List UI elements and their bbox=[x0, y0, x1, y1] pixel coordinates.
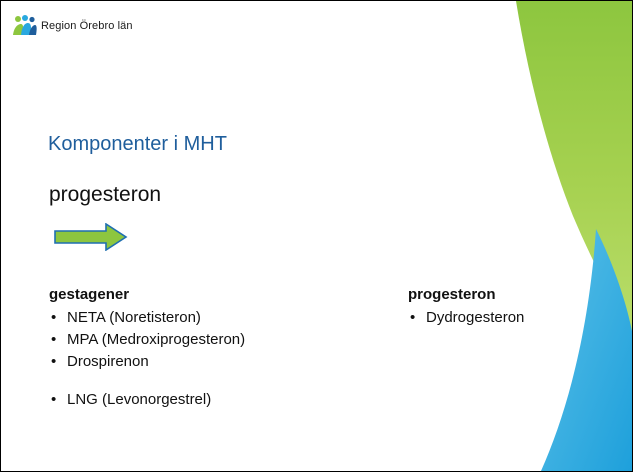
slide-title: Komponenter i MHT bbox=[48, 133, 227, 155]
gestagener-column: gestagener NETA (Noretisteron) MPA (Medr… bbox=[49, 286, 245, 411]
progesteron-column: progesteron Dydrogesteron bbox=[408, 286, 524, 329]
logo-text: Region Örebro län bbox=[41, 20, 133, 32]
gestagener-list: NETA (Noretisteron) MPA (Medroxiprogeste… bbox=[49, 307, 245, 411]
list-item: NETA (Noretisteron) bbox=[49, 307, 245, 329]
progesteron-heading: progesteron bbox=[408, 286, 496, 303]
list-item: MPA (Medroxiprogesteron) bbox=[49, 329, 245, 351]
slide-subtitle: progesteron bbox=[49, 183, 162, 206]
list-item: Dydrogesteron bbox=[408, 307, 524, 329]
list-item: LNG (Levonorgestrel) bbox=[49, 389, 245, 411]
list-item: Drospirenon bbox=[49, 351, 245, 373]
logo-icon bbox=[13, 15, 37, 35]
brand-logo: Region Örebro län bbox=[12, 15, 133, 37]
gestagener-heading: gestagener bbox=[49, 286, 130, 303]
right-arrow-icon bbox=[54, 223, 128, 251]
progesteron-list: Dydrogesteron bbox=[408, 307, 524, 329]
